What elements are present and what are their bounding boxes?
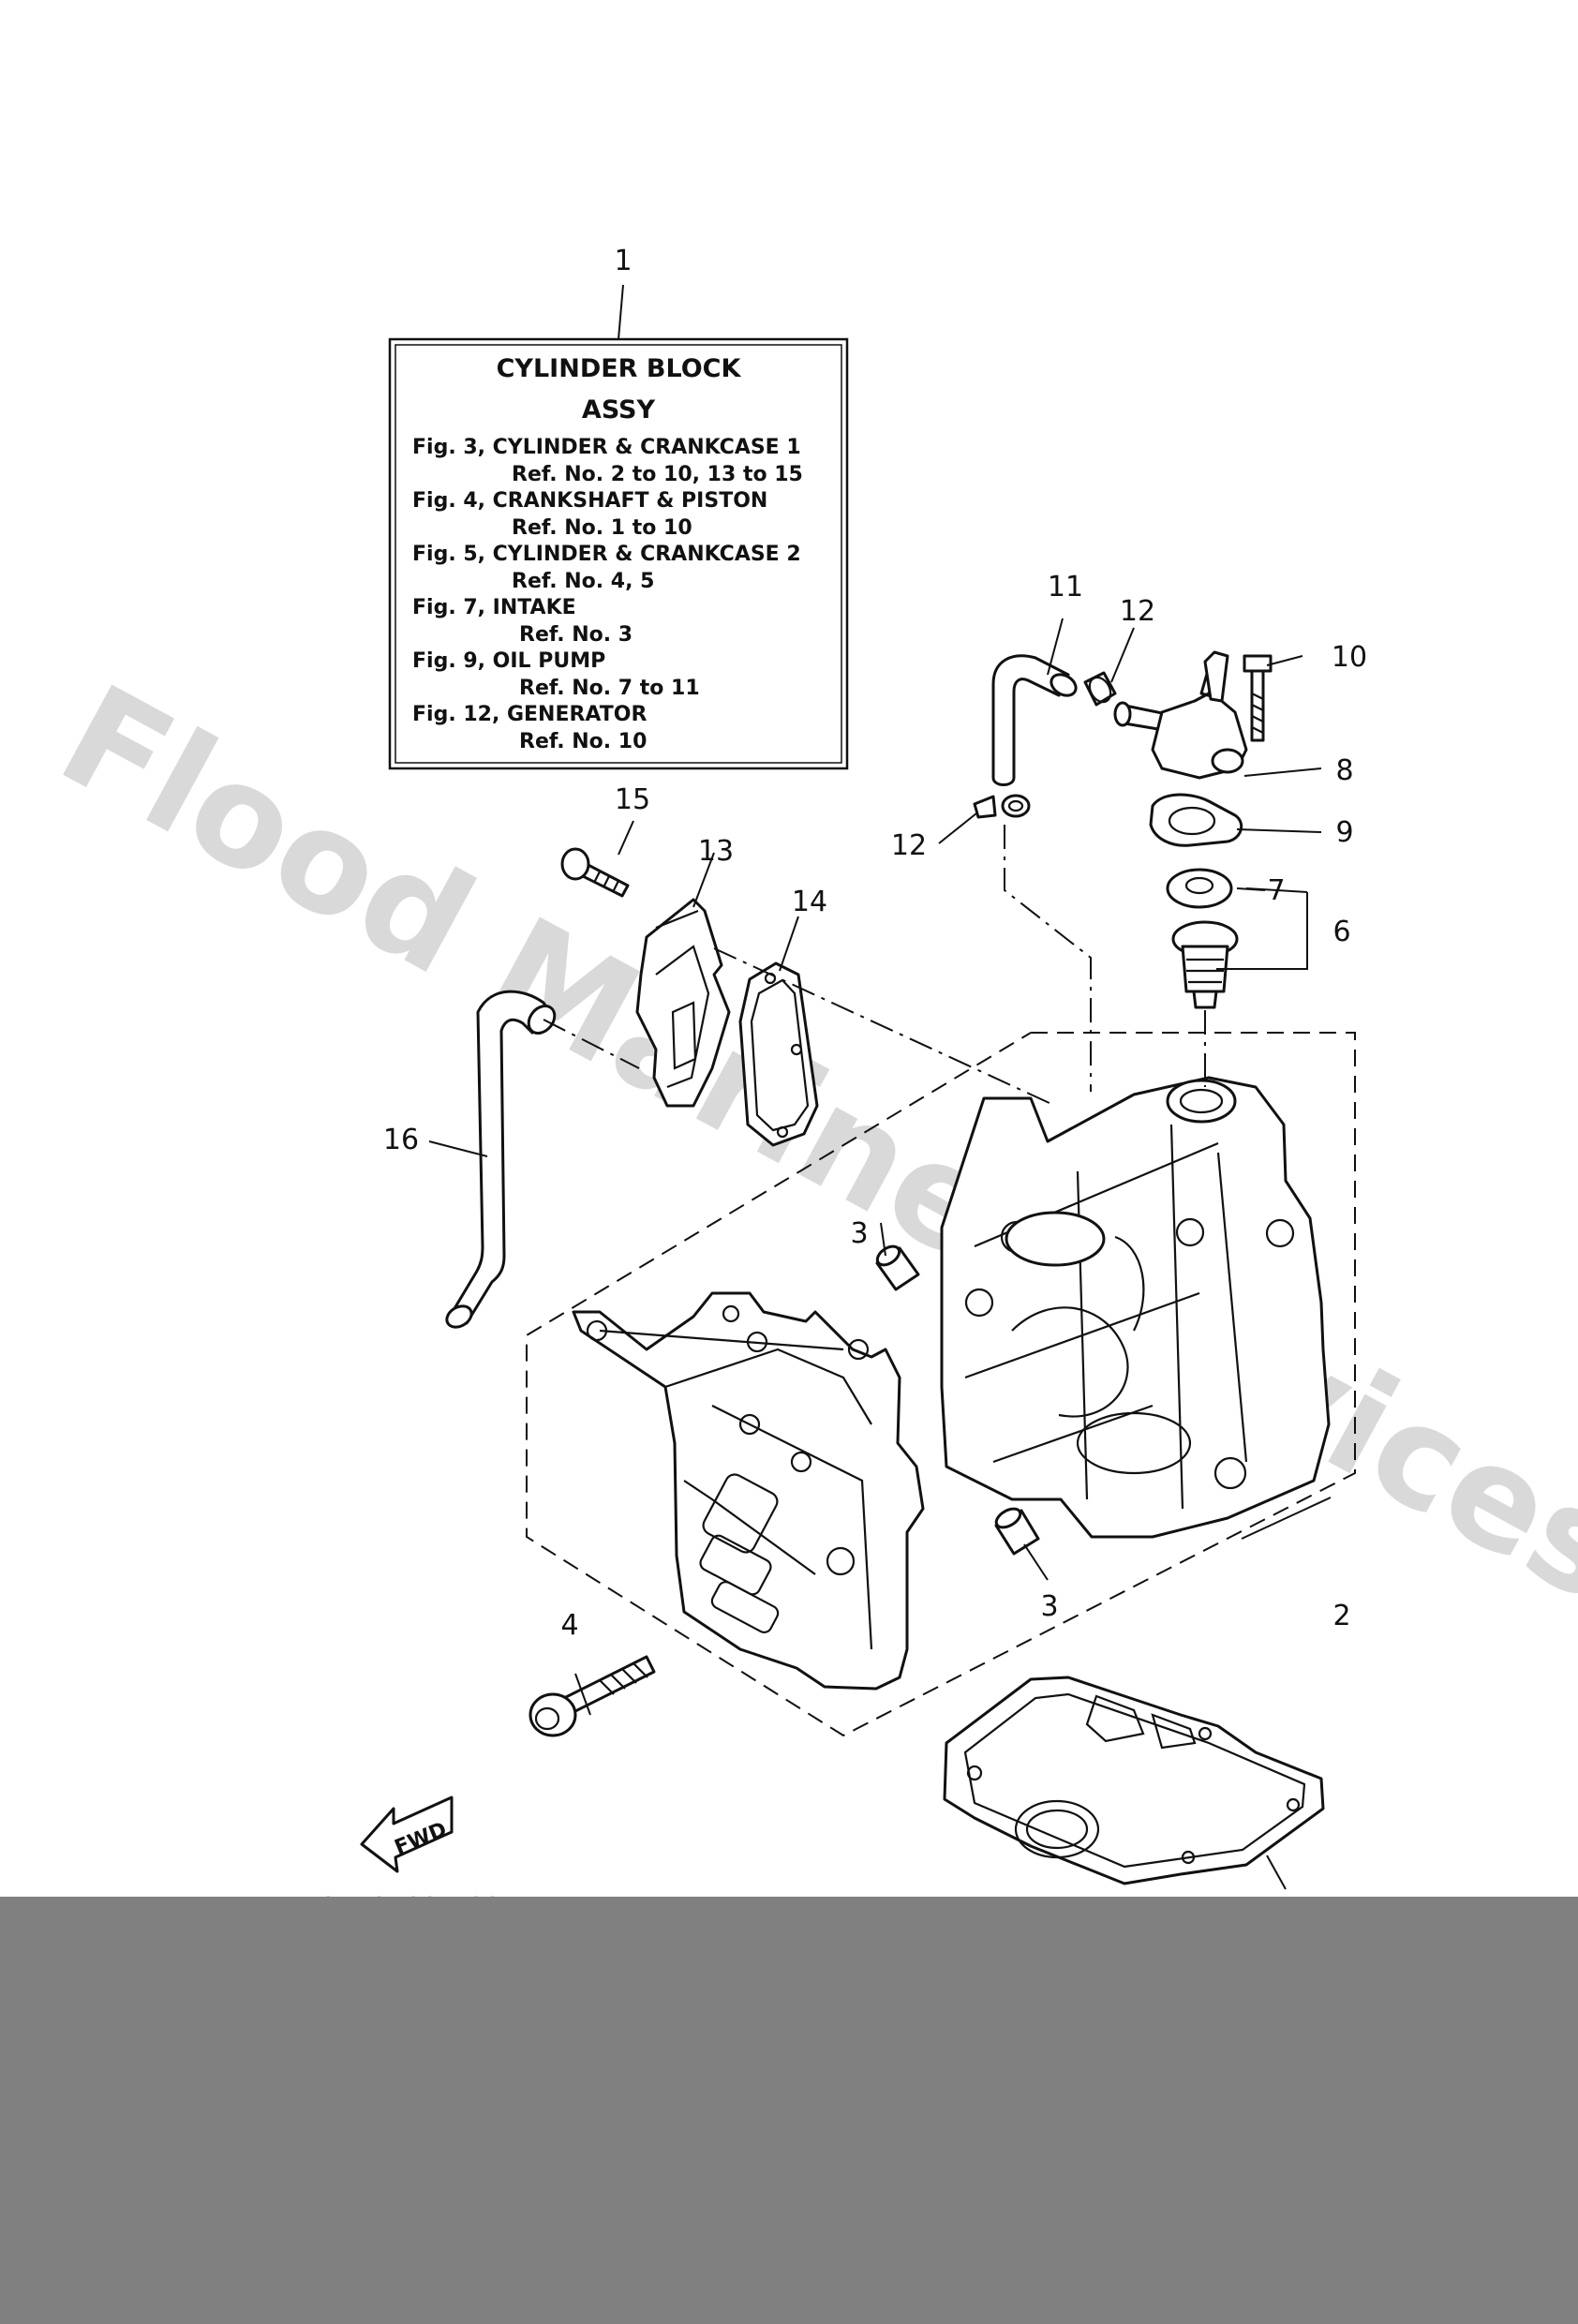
thermostat-part-6	[1171, 920, 1239, 1009]
thermostat-cover-part-8	[1113, 650, 1248, 780]
callout-7: 7	[1267, 874, 1285, 907]
hose-part-11	[991, 654, 1078, 786]
gasket-part-14	[738, 961, 819, 1147]
assy-info-box: CYLINDER BLOCK ASSY Fig. 3, CYLINDER & C…	[388, 337, 849, 770]
leader-lines	[428, 284, 1332, 1890]
callout-2: 2	[1332, 1600, 1350, 1632]
callout-8: 8	[1335, 754, 1353, 787]
callout-15: 15	[615, 783, 650, 816]
bolt-part-15	[560, 847, 630, 898]
hose-part-16	[445, 990, 557, 1329]
assy-title-line2: ASSY	[582, 395, 656, 425]
assy-line: Ref. No. 1 to 10	[512, 516, 692, 540]
callout-labels: 1 2 3 3 4 6 7 8 9 10 11 12 12 13 14 15 1…	[383, 245, 1367, 1642]
assy-line: Fig. 3, CYLINDER & CRANKCASE 1	[412, 436, 801, 459]
callout-9: 9	[1335, 816, 1353, 849]
cylinder-block-part	[940, 1076, 1331, 1539]
callout-3-upper: 3	[850, 1217, 868, 1250]
forward-arrow-icon: FWD	[360, 1795, 454, 1873]
crankcase-part	[572, 1291, 925, 1691]
bolt-part-10	[1243, 654, 1273, 742]
callout-6: 6	[1332, 916, 1350, 948]
chain-line-exhaust-cover	[713, 947, 1052, 1105]
callout-12-upper: 12	[1120, 595, 1155, 628]
assy-line: Ref. No. 2 to 10, 13 to 15	[512, 463, 803, 486]
callout-13: 13	[698, 835, 734, 868]
assy-line: Ref. No. 3	[519, 623, 633, 647]
bolt-part-4	[528, 1655, 656, 1737]
clip-part-12-upper	[1083, 671, 1117, 707]
assy-line: Fig. 9, OIL PUMP	[412, 649, 605, 673]
callout-3-lower: 3	[1040, 1590, 1058, 1623]
callout-16: 16	[383, 1124, 419, 1156]
assy-line: Fig. 5, CYLINDER & CRANKCASE 2	[412, 543, 801, 566]
gray-overlay-band	[0, 1897, 1578, 2324]
callout-14: 14	[792, 886, 827, 918]
clip-part-12-lower	[973, 794, 1031, 819]
callout-10: 10	[1332, 641, 1367, 674]
assy-line: Ref. No. 7 to 11	[519, 677, 700, 700]
assy-line: Ref. No. 10	[519, 730, 647, 753]
assy-line: Fig. 12, GENERATOR	[412, 703, 647, 726]
gasket-part-9	[1149, 793, 1243, 847]
callout-4: 4	[560, 1609, 578, 1642]
chain-line-hose-16	[543, 1019, 640, 1069]
chain-line-hose	[1004, 825, 1092, 1092]
base-gasket-part	[943, 1676, 1325, 1885]
callout-11: 11	[1048, 571, 1083, 603]
assy-line: Ref. No. 4, 5	[512, 570, 654, 593]
washer-part-7	[1166, 868, 1233, 909]
assy-title-line1: CYLINDER BLOCK	[497, 354, 742, 383]
assembly-dashed-outline	[526, 1032, 1356, 1737]
callout-12-lower: 12	[891, 829, 927, 862]
exhaust-cover-part-13	[635, 898, 731, 1108]
callout-1: 1	[614, 245, 632, 277]
dowel-pin-lower	[994, 1507, 1040, 1556]
assy-line: Fig. 4, CRANKSHAFT & PISTON	[412, 489, 767, 513]
assy-line: Fig. 7, INTAKE	[412, 596, 576, 619]
